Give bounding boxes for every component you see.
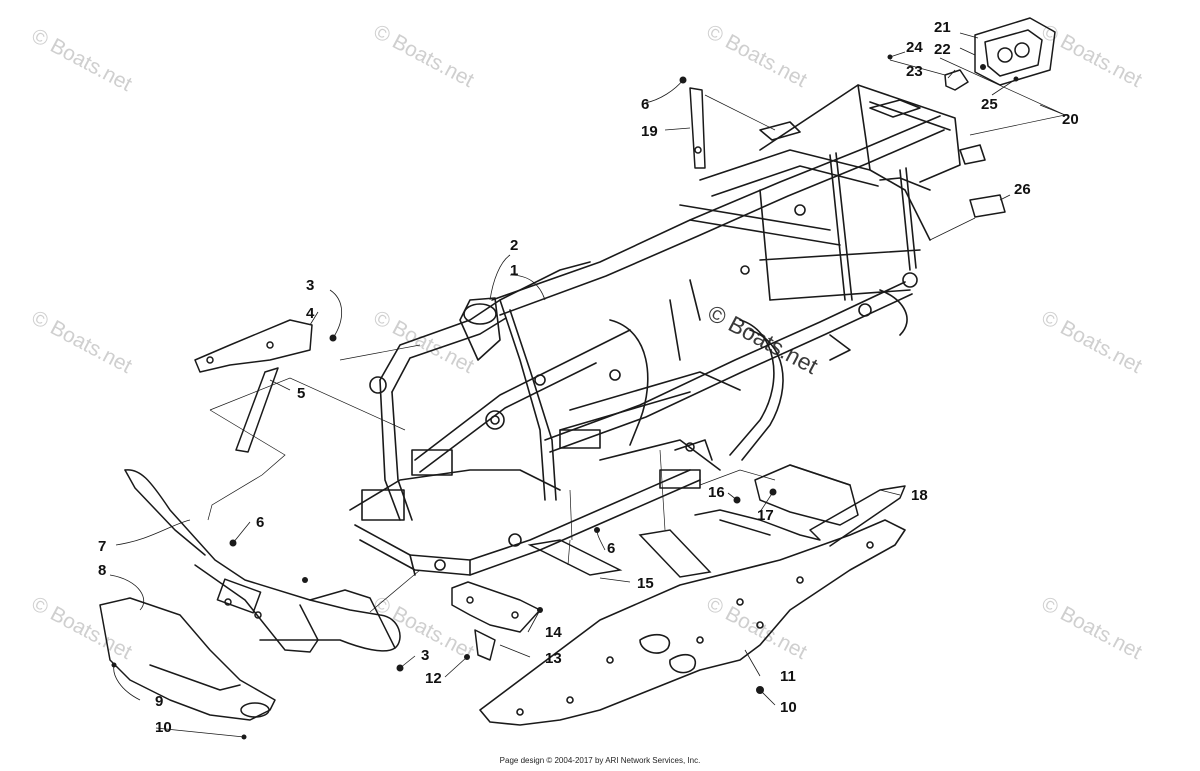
callout-12: 12 (425, 670, 442, 687)
watermark-center: © Boats.net (704, 299, 823, 379)
callout-6: 6 (607, 540, 615, 557)
callout-3: 3 (306, 277, 314, 294)
callout-21: 21 (934, 19, 951, 36)
callout-20: 20 (1062, 111, 1079, 128)
callout-23: 23 (906, 63, 923, 80)
main-frame (350, 85, 985, 575)
callout-10: 10 (155, 719, 172, 736)
skid-plate (480, 520, 905, 725)
callout-2: 2 (510, 237, 518, 254)
watermark: © Boats.net (28, 306, 136, 378)
callout-11: 11 (780, 668, 796, 685)
callout-8: 8 (98, 562, 106, 579)
watermark: © Boats.net (703, 592, 811, 664)
callout-26: 26 (1014, 181, 1031, 198)
callout-3: 3 (421, 647, 429, 664)
watermark: © Boats.net (703, 20, 811, 92)
watermark: © Boats.net (1038, 592, 1146, 664)
callout-25: 25 (981, 96, 998, 113)
callout-14: 14 (545, 624, 562, 641)
callout-10: 10 (780, 699, 797, 716)
watermark: © Boats.net (28, 24, 136, 96)
leader-lines (109, 32, 1066, 738)
callout-7: 7 (98, 538, 106, 555)
watermarks: © Boats.net © Boats.net © Boats.net © Bo… (28, 20, 1146, 664)
watermark: © Boats.net (28, 592, 136, 664)
callout-15: 15 (637, 575, 654, 592)
callouts: 2 1 3 4 5 6 7 8 9 10 3 12 13 14 15 6 16 … (98, 19, 1079, 736)
callout-13: 13 (545, 650, 562, 667)
callout-6: 6 (256, 514, 264, 531)
foam-strips (530, 530, 710, 577)
watermark: © Boats.net (1038, 306, 1146, 378)
callout-6: 6 (641, 96, 649, 113)
callout-24: 24 (906, 39, 923, 56)
watermark: © Boats.net (370, 20, 478, 92)
footer-copyright: Page design © 2004-2017 by ARI Network S… (499, 756, 701, 765)
callout-19: 19 (641, 123, 658, 140)
guide-lines (207, 57, 1067, 613)
callout-22: 22 (934, 41, 951, 58)
callout-17: 17 (757, 507, 774, 524)
loose-parts (100, 18, 1055, 720)
callout-4: 4 (306, 305, 315, 322)
callout-18: 18 (911, 487, 928, 504)
callout-9: 9 (155, 693, 163, 710)
callout-1: 1 (510, 262, 518, 279)
callout-16: 16 (708, 484, 725, 501)
callout-5: 5 (297, 385, 305, 402)
